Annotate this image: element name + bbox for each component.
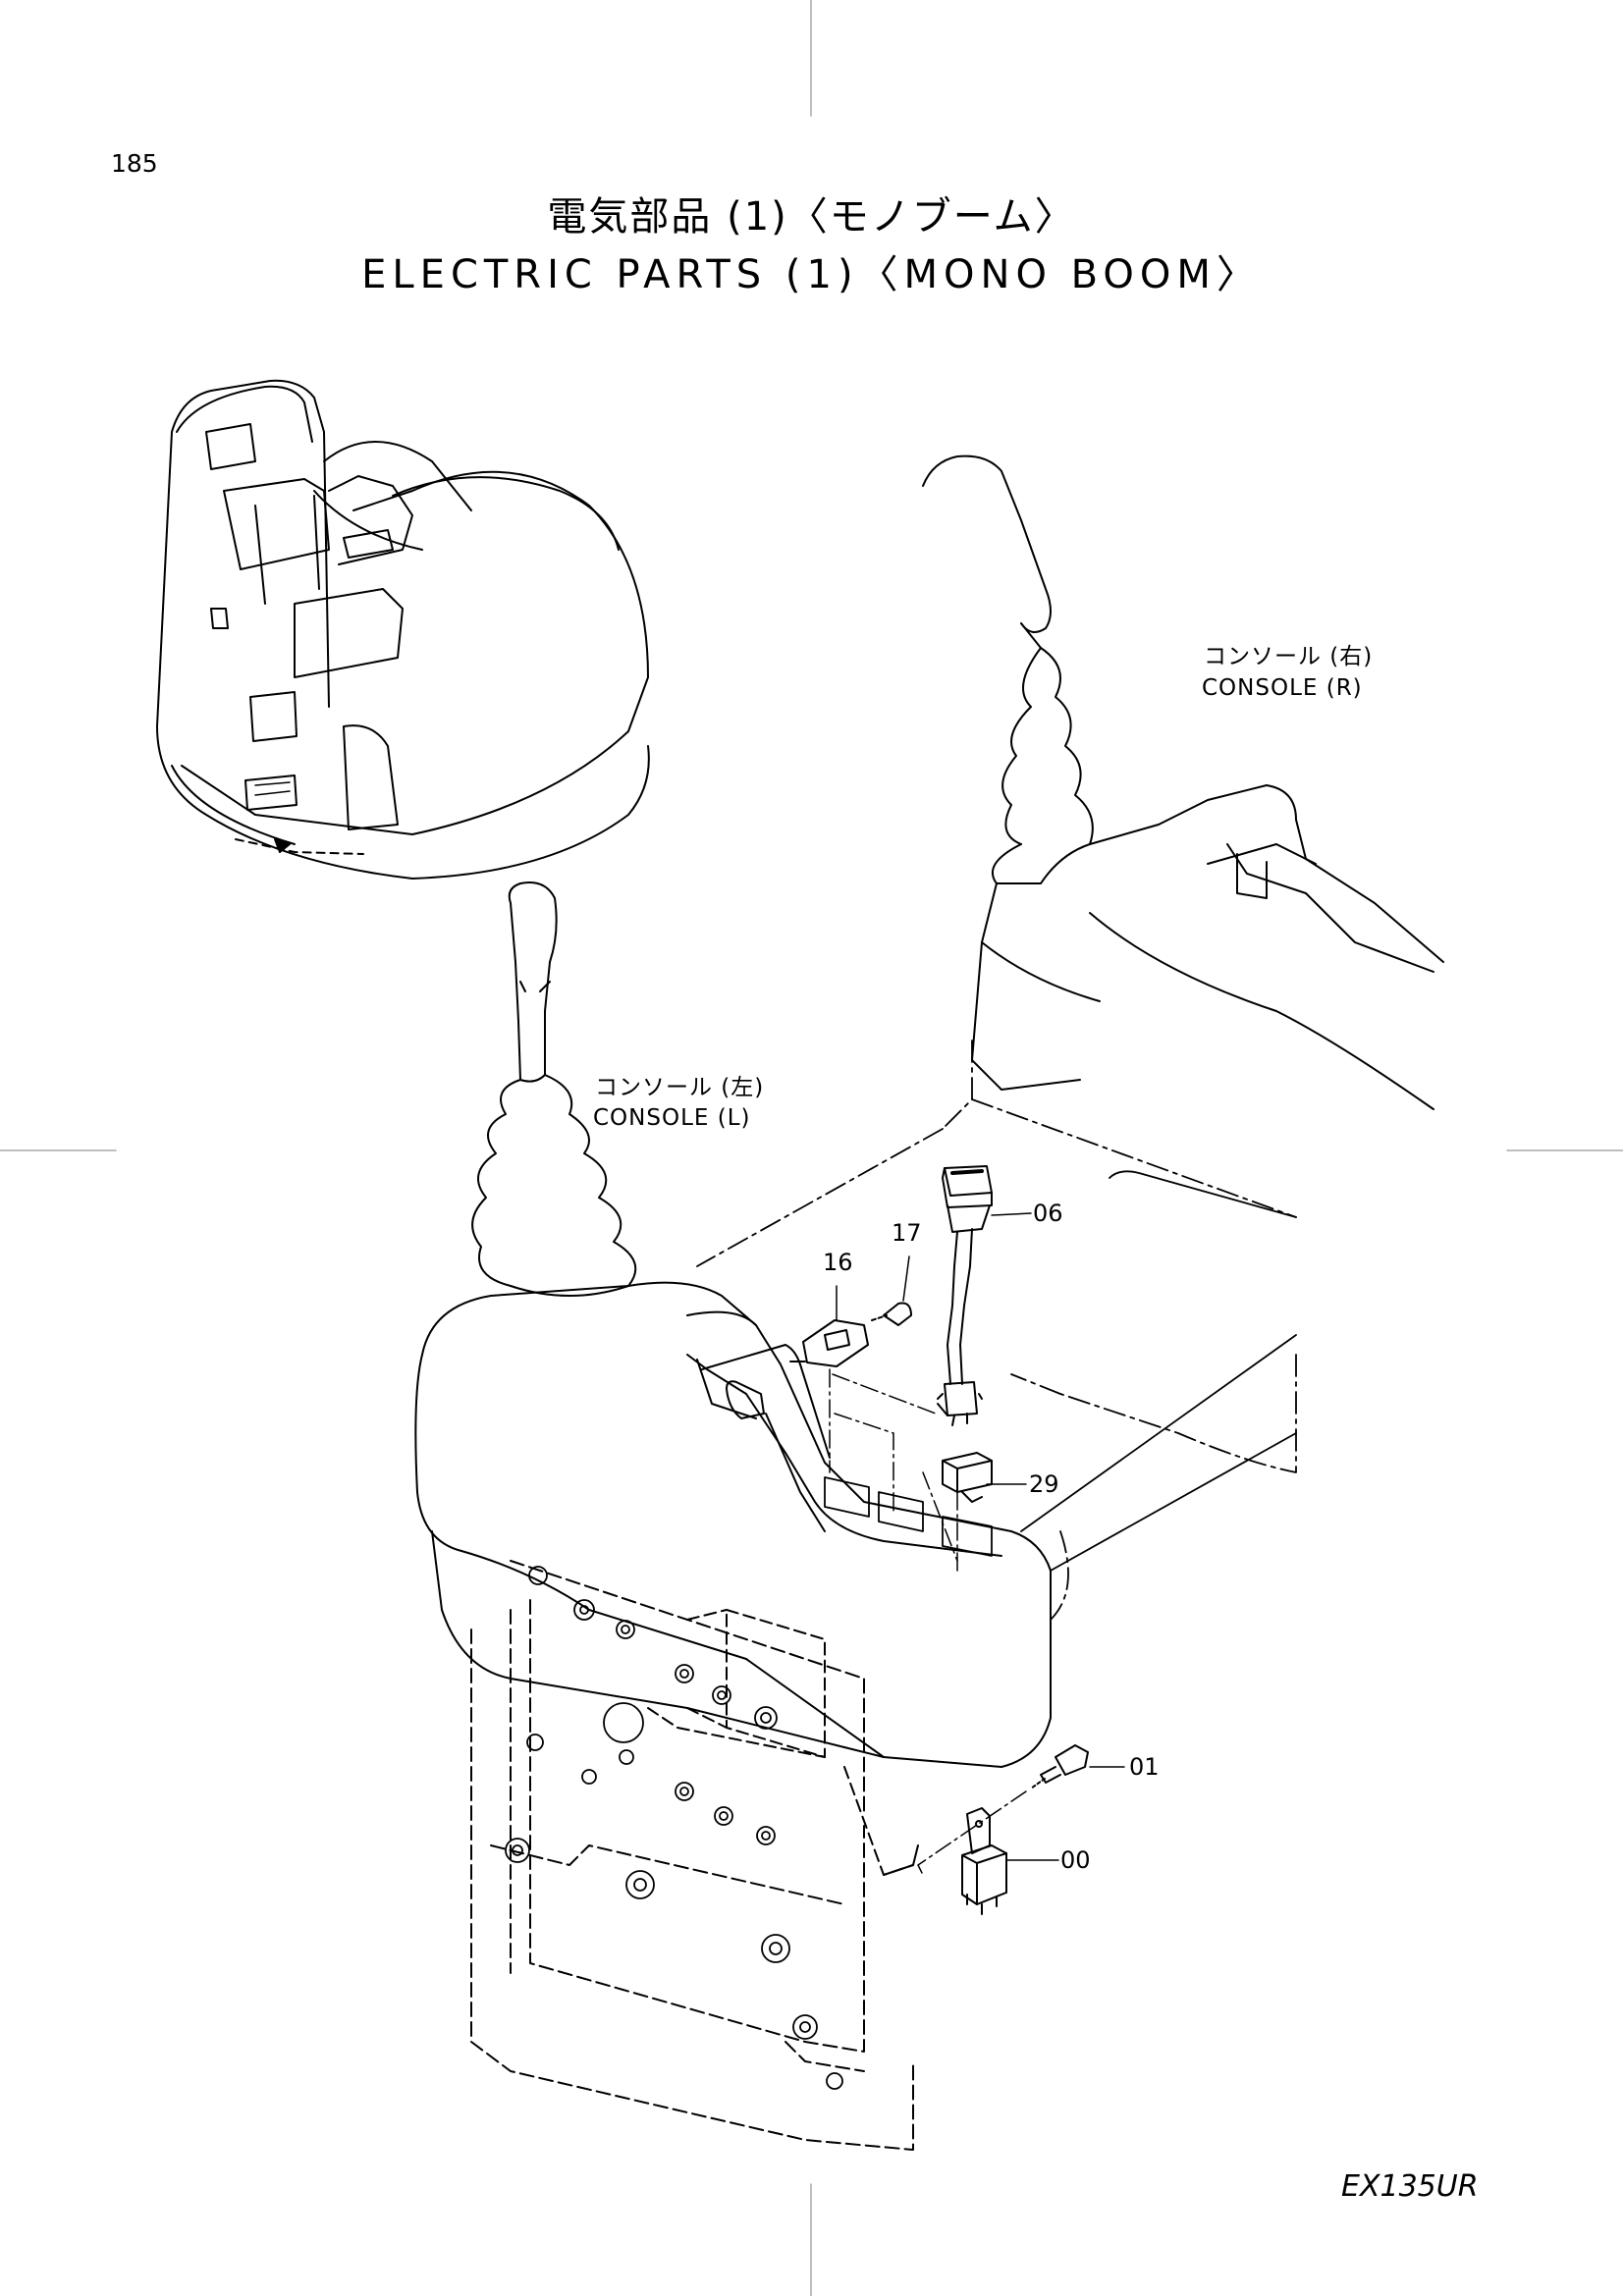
excavator-overview (157, 381, 649, 879)
part-06-switch (938, 1166, 992, 1425)
page-title-jp: 電気部品 (1)〈モノブーム〉 (547, 194, 1076, 240)
console-openings (825, 1477, 992, 1556)
callout-00: 00 (1060, 1846, 1091, 1874)
console-right-label-jp: コンソール (右) (1204, 644, 1374, 669)
console-left (415, 882, 1051, 1767)
console-right-label-en: CONSOLE (R) (1202, 675, 1363, 701)
console-right (923, 456, 1443, 1109)
leader-lines (837, 1213, 1124, 1860)
assembly-lines (830, 1369, 1026, 1875)
part-29-relay (943, 1453, 992, 1502)
page-number: 185 (111, 149, 158, 178)
callout-29: 29 (1029, 1470, 1059, 1498)
callout-01: 01 (1129, 1753, 1160, 1781)
mount-bracket (471, 1561, 918, 2150)
part-01-bolt (1031, 1745, 1088, 1789)
platform-outline (697, 1041, 1296, 1620)
model-number: EX135UR (1341, 2169, 1479, 2204)
part-00-unit (962, 1808, 1006, 1914)
callout-17: 17 (892, 1219, 922, 1247)
callout-06: 06 (1033, 1200, 1063, 1227)
part-17-screw (872, 1304, 911, 1326)
console-left-label-jp: コンソール (左) (595, 1075, 765, 1100)
page-title-en: ELECTRIC PARTS (1)〈MONO BOOM〉 (361, 252, 1262, 297)
callout-16: 16 (823, 1249, 853, 1276)
part-16-holder (790, 1320, 868, 1366)
console-left-label-en: CONSOLE (L) (593, 1105, 751, 1131)
